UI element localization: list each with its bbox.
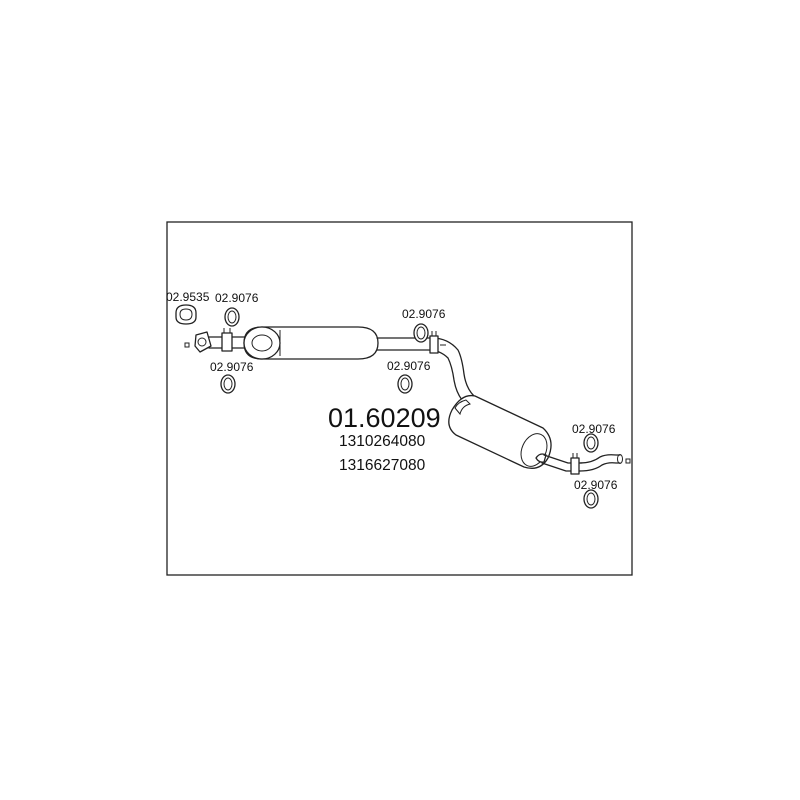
ring-mid-top xyxy=(413,323,429,343)
label-ring-rear-top: 02.9076 xyxy=(572,422,616,436)
front-clamp xyxy=(221,332,233,352)
label-ring-mid-top: 02.9076 xyxy=(402,307,446,321)
label-ring-front-bottom: 02.9076 xyxy=(210,360,254,374)
middle-pipe xyxy=(376,331,475,401)
middle-clamp xyxy=(429,335,439,354)
tail-pipe xyxy=(535,453,623,475)
end-marker-right xyxy=(625,458,631,464)
part-number-title: 01.60209 xyxy=(328,403,441,433)
front-pipe-assembly xyxy=(194,328,251,353)
label-ring-front-top: 02.9076 xyxy=(215,291,259,305)
label-ring-rear-bottom: 02.9076 xyxy=(574,478,618,492)
oem-number-2: 1316627080 xyxy=(339,457,426,474)
ring-rear-top xyxy=(583,433,599,453)
ring-front-top xyxy=(224,307,240,327)
inlet-flange xyxy=(194,331,212,353)
end-marker-left xyxy=(184,342,190,348)
front-muffler xyxy=(243,326,379,360)
oem-number-1: 1310264080 xyxy=(339,433,426,450)
ring-mid-bottom xyxy=(397,374,413,394)
ring-rear-bottom xyxy=(583,489,599,509)
diagram-frame xyxy=(166,221,633,576)
ring-front-bottom xyxy=(220,374,236,394)
label-ring-mid-bottom: 02.9076 xyxy=(387,359,431,373)
label-gasket-front: 02.9535 xyxy=(166,290,210,304)
gasket-02-9535 xyxy=(175,304,197,325)
rear-clamp xyxy=(570,457,580,475)
